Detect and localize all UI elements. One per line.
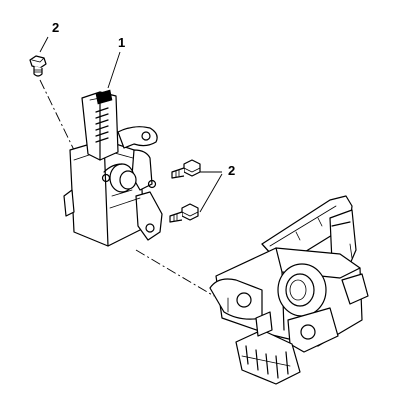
callout-1: 1: [118, 35, 125, 50]
bolt-right-lower: [169, 203, 199, 223]
caliper-housing: [209, 195, 369, 385]
callout-2-top: 2: [52, 20, 59, 35]
callout-2-right: 2: [228, 163, 235, 178]
slack-adjuster-assembly: [63, 89, 163, 247]
assembly-path-lines: [39, 79, 215, 297]
bolt-right-upper: [171, 159, 201, 179]
bolt-top-left: [29, 55, 47, 77]
leader-lines: [39, 36, 223, 213]
